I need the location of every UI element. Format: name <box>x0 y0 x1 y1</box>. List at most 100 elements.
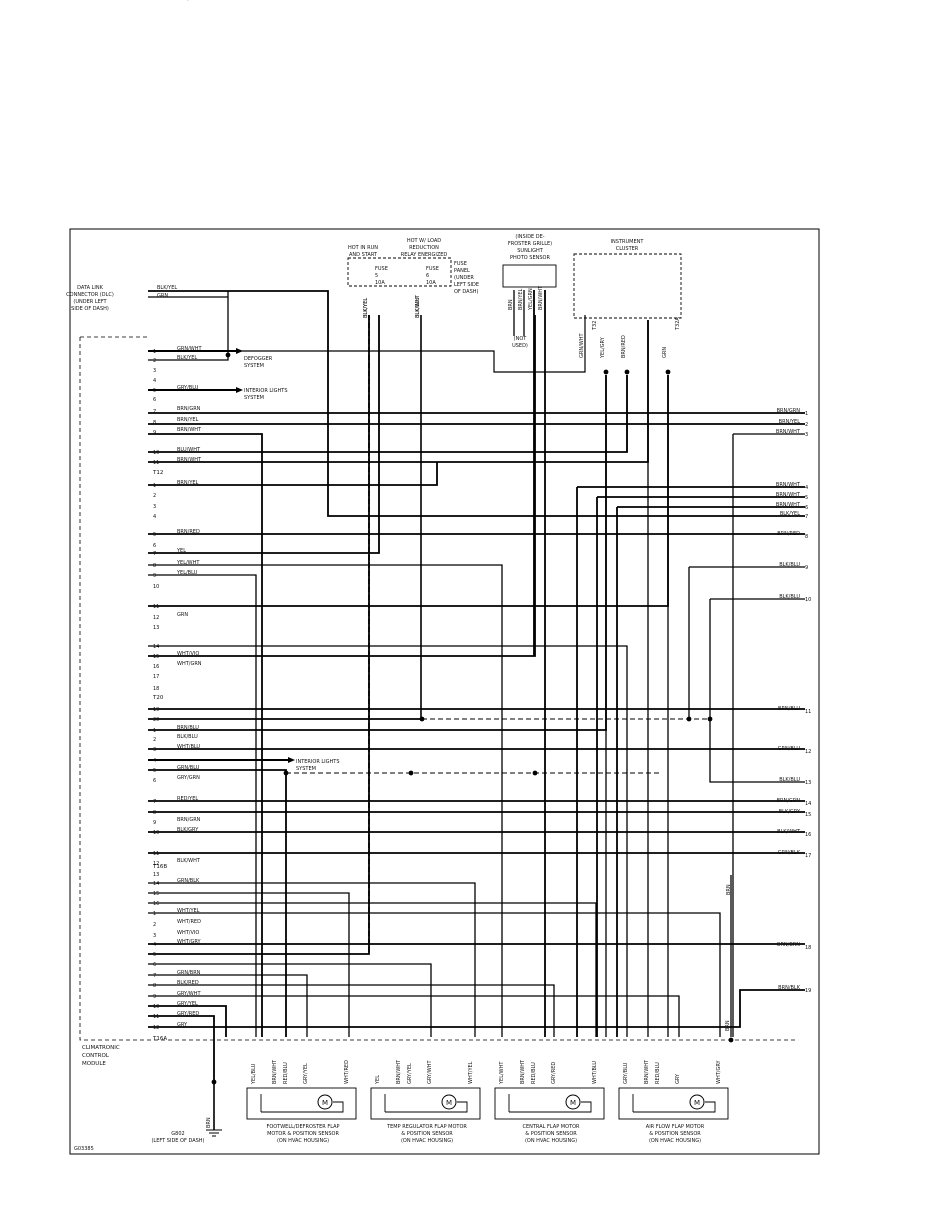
dlc-label: SIDE OF DASH) <box>71 306 109 312</box>
fuse-rating: 10A <box>375 280 385 286</box>
motor-wire-label: GRY/RED <box>551 1062 557 1084</box>
pin-number: 13 <box>153 0 159 2</box>
right-wire-number: 18 <box>805 945 811 951</box>
right-wire-number: 10 <box>805 597 811 603</box>
pin-number: 6 <box>153 397 156 403</box>
arrow-head <box>236 348 243 354</box>
wire-brn-blk <box>148 989 805 1028</box>
pin-wire-label: WHT/GRN <box>177 661 202 667</box>
pin-wire-label: BLK/YEL <box>177 355 197 361</box>
pin-wire-label: BRN/GRN <box>177 406 201 412</box>
splice-dot <box>603 369 609 375</box>
motor-wire-label: BRN/WHT <box>644 1059 650 1084</box>
motor-wire-label: WHT/RED <box>344 1060 350 1084</box>
pin-wire-label: WHT/YEL <box>177 908 200 914</box>
arrow-head <box>236 387 243 393</box>
top-wire-label: BLK/YEL <box>363 298 369 318</box>
motor-wire-label: WHT/YEL <box>468 1061 474 1084</box>
pin-number: 13 <box>153 625 159 631</box>
right-wire-label: BLK/BLU <box>779 562 800 568</box>
right-wire-number: 4 <box>805 485 808 491</box>
pin-number: 11 <box>153 1014 159 1020</box>
pin-wire-label: BRN/BLU <box>177 725 199 731</box>
pin-number: 12 <box>153 1025 159 1031</box>
right-wire-number: 6 <box>805 505 808 511</box>
pin-wire-label: GRN <box>177 612 188 618</box>
wire-yel-blu <box>148 574 257 1037</box>
relay-label: RELAY ENERGIZED <box>401 252 448 258</box>
motor-wire-label: WHT/GRY <box>716 1060 722 1084</box>
photo-wire-label: YEL/GRN <box>528 288 534 311</box>
pin-wire-label: BRN/RED <box>177 529 200 535</box>
pin-number: 12 <box>153 615 159 621</box>
pin-number: 14 <box>153 644 159 650</box>
pin-wire-label: BRN/YEL <box>177 417 199 423</box>
pin-wire-label: BRN <box>177 0 188 2</box>
motor-symbol: M <box>570 1099 576 1107</box>
right-wire-number: 1 <box>805 411 808 417</box>
cluster-pin-label: T32A <box>675 317 681 331</box>
right-wire-label: BRN/RED <box>777 531 800 537</box>
defogger-label: SYSTEM <box>244 363 264 369</box>
wire-photo-unused <box>513 290 525 336</box>
pin-number: 8 <box>153 983 156 989</box>
pin-wire-label: GRN/BLK <box>177 878 200 884</box>
right-wire-label: BRN/WHT <box>776 482 801 488</box>
not-used-label: (NOT <box>514 336 528 342</box>
wire-wht-red <box>148 892 350 1037</box>
cluster-box <box>573 253 682 319</box>
photo-sensor-label: PHOTO SENSOR <box>510 255 550 261</box>
pin-number: 6 <box>153 962 156 968</box>
pin-number: 14 <box>153 0 159 2</box>
fuse-panel-label: (UNDER <box>454 275 474 281</box>
connector-name: T16B <box>152 864 167 870</box>
wire-yel-wht <box>148 564 503 1037</box>
pin-wire-label: RED/YEL <box>177 796 198 802</box>
pin-number: 18 <box>153 686 159 692</box>
pin-wire-label: GRN/BRN <box>177 970 201 976</box>
pin-number: 15 <box>153 891 159 897</box>
photo-wire-label: BRN/WHT <box>538 285 544 310</box>
module-label: MODULE <box>82 1061 106 1067</box>
cluster-label: CLUSTER <box>616 246 639 252</box>
pin-number: 9 <box>153 994 156 1000</box>
pin-number: 12 <box>153 861 159 867</box>
pin-number: 5 <box>153 952 156 958</box>
connector-name: T20 <box>152 695 164 701</box>
pin-number: 15 <box>153 0 159 2</box>
pin-number: 13 <box>153 872 159 878</box>
right-wire-label: BRN/GRN <box>777 408 801 414</box>
motor-label: FOOTWELL/DEFROSTER FLAP <box>266 1124 339 1130</box>
pin-number: 4 <box>153 378 156 384</box>
diagram-frame <box>69 228 820 1155</box>
motor-housing <box>618 1087 729 1120</box>
pin-number: 1 <box>153 728 156 734</box>
motor-label: & POSITION SENSOR <box>649 1131 701 1137</box>
pin-number: 2 <box>153 922 156 928</box>
motor-icon <box>317 1094 333 1110</box>
pin-number: 7 <box>153 973 156 979</box>
dlc-wire-label: BLK/YEL <box>157 285 177 291</box>
right-wire-label: BLK/WHT <box>777 829 801 835</box>
figure-id: G03385 <box>74 1146 94 1152</box>
motor-wire-label: GRY/YEL <box>407 1063 413 1084</box>
defogger-label: DEFOGGER <box>244 356 273 362</box>
pin-number: 1 <box>153 349 156 355</box>
wire-photo <box>533 290 546 1037</box>
wire-brn-wht-a <box>148 433 263 1037</box>
motor-label: & POSITION SENSOR <box>401 1131 453 1137</box>
motor-label: (ON HVAC HOUSING) <box>277 1138 329 1144</box>
motor-wire-label: GRY <box>675 1073 681 1084</box>
right-wire-label: BLK/BLU <box>779 594 800 600</box>
motor-label: CENTRAL FLAP MOTOR <box>522 1124 580 1130</box>
splice-dot <box>419 716 425 722</box>
motor-wire-label: RED/BLU <box>655 1062 661 1084</box>
pin-wire-label: BRN/YEL <box>177 480 199 486</box>
wire-r9 <box>688 566 805 719</box>
right-wire-number: 2 <box>805 422 808 428</box>
pin-number: 10 <box>153 450 159 456</box>
cluster-wire-label: GRN/WHT <box>579 333 585 358</box>
motor-icon <box>565 1094 581 1110</box>
pin-number: 3 <box>153 368 156 374</box>
